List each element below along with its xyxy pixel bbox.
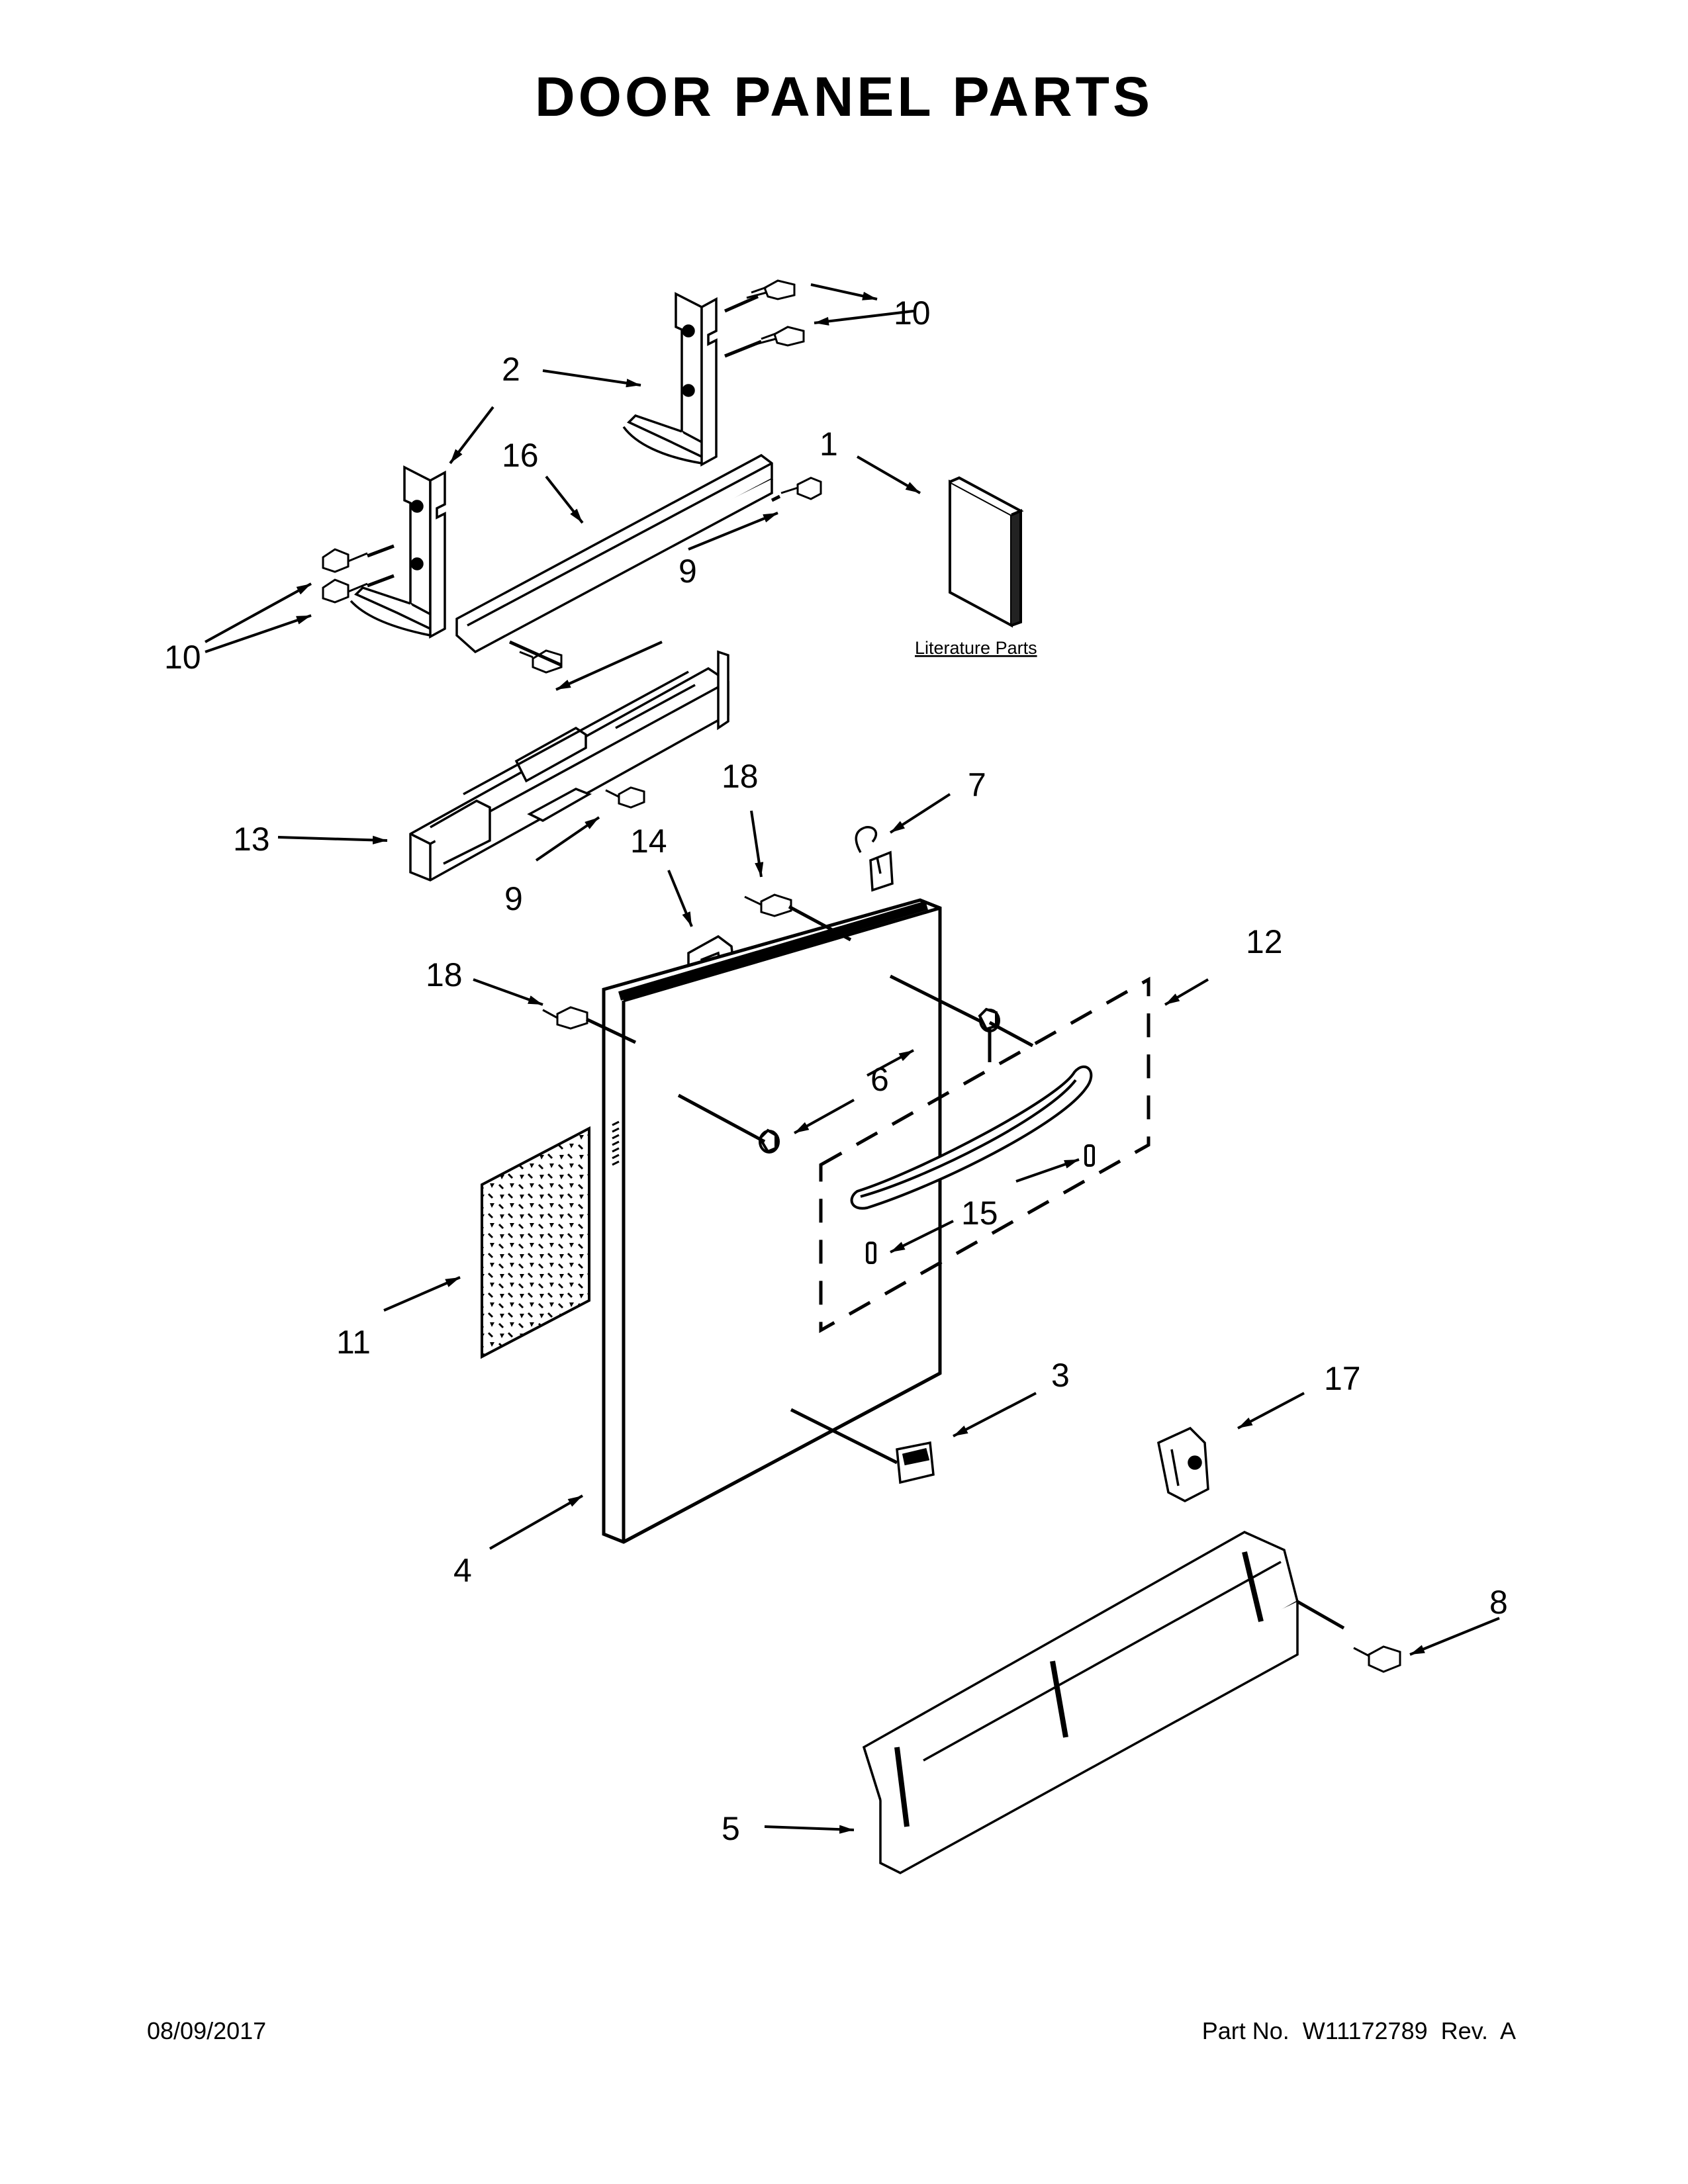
door-switch xyxy=(855,826,894,892)
callout-16: 16 xyxy=(502,437,539,474)
console-assembly xyxy=(409,650,729,882)
hex-screws xyxy=(322,279,1401,1673)
callout-9-upper: 9 xyxy=(679,553,697,590)
literature-parts-book xyxy=(949,476,1024,628)
leader-lines xyxy=(205,283,1500,1834)
clip xyxy=(1157,1426,1209,1502)
callout-8: 8 xyxy=(1489,1584,1508,1621)
callout-14: 14 xyxy=(630,823,667,860)
door-hinge-brackets xyxy=(350,292,718,639)
callout-12: 12 xyxy=(1246,923,1283,960)
assembly-lines xyxy=(367,295,1345,1630)
callout-18-upper: 18 xyxy=(722,758,759,795)
insulation-mesh xyxy=(481,1126,590,1359)
page-title: DOOR PANEL PARTS xyxy=(534,66,1154,128)
callout-7: 7 xyxy=(968,766,986,803)
toe-panel xyxy=(862,1531,1299,1874)
door-panel xyxy=(602,898,942,1544)
callout-5: 5 xyxy=(722,1810,740,1847)
door-label-plate xyxy=(896,1441,935,1484)
callout-9-lower: 9 xyxy=(504,880,523,917)
literature-parts-label: Literature Parts xyxy=(915,638,1037,658)
callout-1: 1 xyxy=(820,426,838,463)
callout-11: 11 xyxy=(336,1324,371,1361)
callout-3: 3 xyxy=(1051,1357,1070,1394)
callout-labels: 1 2 3 4 5 6 7 8 9 9 10 10 11 12 13 14 15… xyxy=(164,295,1508,1847)
callout-17: 17 xyxy=(1324,1360,1361,1397)
callout-10-upper: 10 xyxy=(894,295,931,332)
callout-4: 4 xyxy=(453,1552,472,1589)
callout-13: 13 xyxy=(233,821,270,858)
callout-18-lower: 18 xyxy=(426,956,463,993)
door-brace-bar xyxy=(455,453,773,654)
callout-6: 6 xyxy=(870,1061,889,1098)
callout-2: 2 xyxy=(502,351,520,388)
footer-part-number: Part No. W11172789 Rev. A xyxy=(1201,2017,1516,2044)
footer-date: 08/09/2017 xyxy=(147,2017,267,2044)
dashed-handle-outline xyxy=(819,976,1150,1334)
callout-10-lower: 10 xyxy=(164,639,201,676)
callout-15: 15 xyxy=(961,1195,998,1232)
door-handle xyxy=(758,1007,1095,1264)
